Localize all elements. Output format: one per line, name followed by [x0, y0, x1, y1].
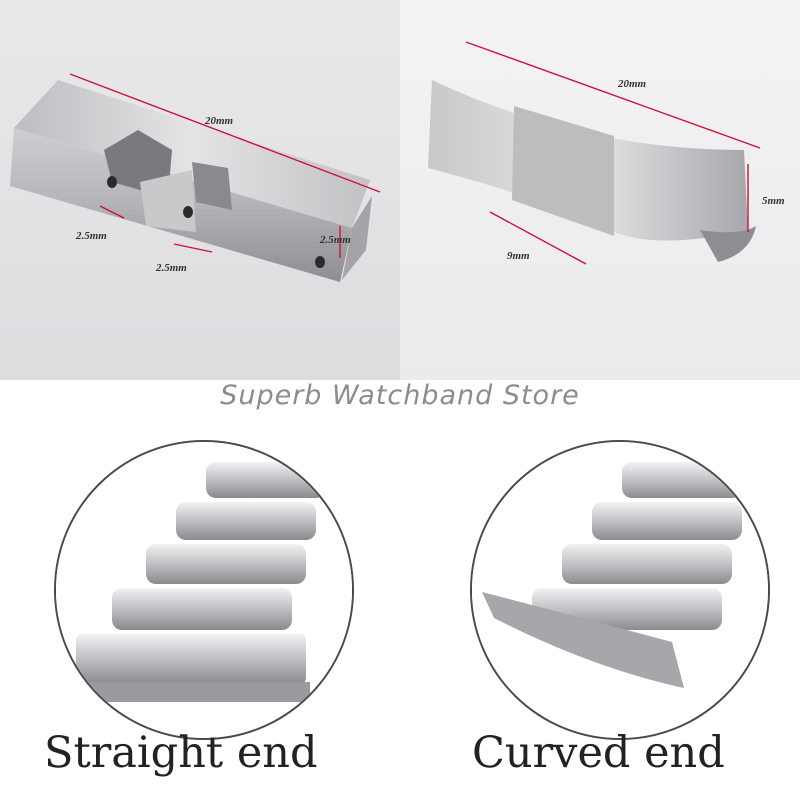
- curved-end-photo-panel: 20mm 9mm 5mm: [400, 0, 800, 380]
- center-knuckle: [140, 170, 196, 232]
- spring-tab: [700, 226, 756, 262]
- curved-end-caption: Curved end: [472, 728, 725, 778]
- pin-hole-center: [183, 206, 193, 218]
- store-name-watermark: Superb Watchband Store: [220, 380, 580, 411]
- pin-hole-left: [107, 176, 117, 188]
- curved-width-dimension-label: 20mm: [618, 78, 647, 90]
- curved-end-link-illustration: [428, 41, 761, 265]
- link-top-face: [14, 80, 370, 228]
- dimension-lines: [69, 73, 381, 258]
- straight-end-link-illustration: [10, 73, 381, 282]
- straight-end-caption: Straight end: [44, 728, 318, 778]
- curved-dimension-lines: [465, 41, 761, 265]
- curved-height-dimension-label: 5mm: [762, 195, 785, 207]
- gap-left-dimension-label: 2.5mm: [76, 230, 107, 242]
- height-dimension-label: 2.5mm: [320, 234, 351, 246]
- straight-end-photo-panel: 20mm 2.5mm 2.5mm 2.5mm: [0, 0, 400, 380]
- straight-end-bracelet-closeup: [54, 440, 354, 740]
- curved-end-bracelet-closeup: [470, 440, 770, 740]
- curved-link-center: [512, 106, 614, 236]
- straight-bracelet-illustration: [56, 442, 352, 738]
- gap-center-dimension-label: 2.5mm: [156, 262, 187, 274]
- pin-hole-right: [315, 256, 325, 268]
- straight-bracelet-links: [60, 462, 326, 702]
- width-dimension-label: 20mm: [205, 115, 234, 127]
- curved-center-dimension-label: 9mm: [507, 250, 530, 262]
- curved-end-piece: [482, 592, 684, 688]
- right-notch: [192, 162, 232, 210]
- curved-bracelet-illustration: [472, 442, 768, 738]
- end-tab: [342, 196, 372, 280]
